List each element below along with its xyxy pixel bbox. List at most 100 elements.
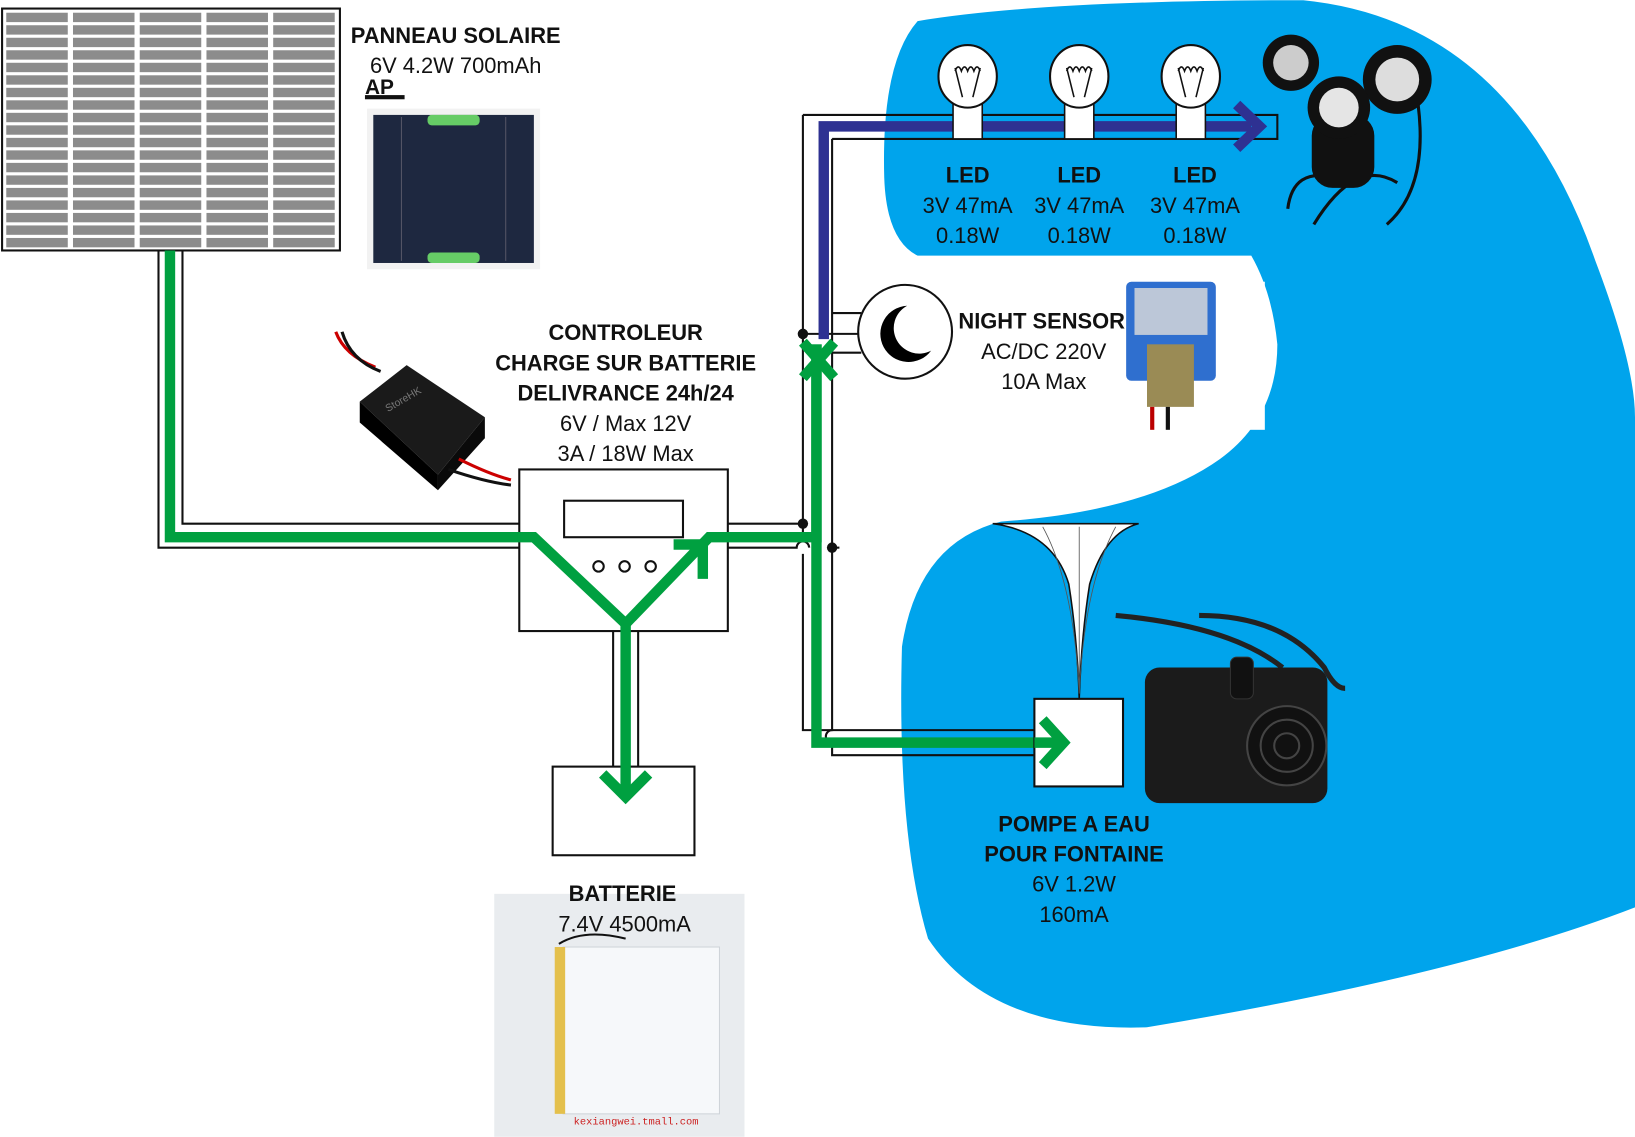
bulb-icon (1160, 44, 1222, 140)
battery-label: BATTERIE 7.4V 4500mA (558, 881, 691, 936)
svg-text:6V 1.2W: 6V 1.2W (1032, 872, 1116, 897)
night-sensor-label: NIGHT SENSOR AC/DC 220V 10A Max (958, 309, 1125, 394)
solar-cell (72, 62, 135, 73)
solar-cell (273, 150, 335, 160)
solar-cell (6, 25, 68, 35)
solar-cell (139, 100, 202, 110)
svg-text:LED: LED (946, 163, 990, 188)
led-label-3: LED 3V 47mA 0.18W (1150, 163, 1240, 248)
solar-cell (273, 212, 335, 223)
solar-cell (273, 25, 335, 35)
solar-cell (72, 237, 135, 248)
solar-cell (6, 50, 68, 60)
solar-cell (72, 25, 135, 35)
solar-cell (206, 175, 268, 185)
solar-cell (72, 75, 135, 85)
bulb-icon (1048, 44, 1110, 140)
svg-text:LED: LED (1057, 163, 1101, 188)
solar-cell (273, 200, 335, 210)
svg-text:3V 47mA: 3V 47mA (1150, 193, 1240, 218)
solar-cell (72, 175, 135, 185)
solar-cell (6, 137, 68, 148)
svg-text:LED: LED (1173, 163, 1217, 188)
solar-cell (139, 25, 202, 35)
controller-label: CONTROLEUR CHARGE SUR BATTERIE DELIVRANC… (495, 320, 756, 466)
solar-cell (72, 37, 135, 48)
svg-text:10A Max: 10A Max (1001, 369, 1086, 394)
solar-cell (72, 87, 135, 98)
solar-cell (206, 225, 268, 235)
solar-cell (139, 162, 202, 173)
solar-cell (273, 162, 335, 173)
moon-icon (880, 305, 932, 363)
solar-cell (206, 25, 268, 35)
solar-cell (206, 75, 268, 85)
battery-photo: kexiangwei.tmall.com (494, 893, 745, 1137)
solar-cell (72, 200, 135, 210)
solar-cell (6, 100, 68, 110)
svg-text:POMPE A EAU: POMPE A EAU (998, 811, 1150, 836)
solar-cell (139, 237, 202, 248)
solar-cell (72, 187, 135, 198)
solar-cell (139, 225, 202, 235)
led-label-1: LED 3V 47mA 0.18W (923, 163, 1013, 248)
solar-cell (6, 75, 68, 85)
solar-cell (206, 50, 268, 60)
solar-cell (6, 187, 68, 198)
solar-cell (206, 150, 268, 160)
solar-cell (72, 137, 135, 148)
solar-cell (206, 212, 268, 223)
solar-cell (273, 50, 335, 60)
solar-cell (72, 112, 135, 123)
svg-text:AC/DC 220V: AC/DC 220V (981, 339, 1107, 364)
solar-cell (6, 112, 68, 123)
led-label-2: LED 3V 47mA 0.18W (1034, 163, 1124, 248)
svg-text:160mA: 160mA (1039, 902, 1109, 927)
outdoor-zone-background (883, 0, 1635, 1028)
solar-cell (6, 200, 68, 210)
svg-text:DELIVRANCE 24h/24: DELIVRANCE 24h/24 (517, 381, 734, 406)
water-pump-photo (1115, 612, 1346, 804)
svg-text:POUR FONTAINE: POUR FONTAINE (984, 842, 1163, 867)
solar-cell (72, 150, 135, 160)
solar-panel-spec: 6V 4.2W 700mAh (370, 53, 541, 78)
svg-text:CHARGE SUR BATTERIE: CHARGE SUR BATTERIE (495, 350, 756, 375)
svg-text:NIGHT SENSOR: NIGHT SENSOR (958, 309, 1125, 334)
svg-text:3V 47mA: 3V 47mA (1034, 193, 1124, 218)
svg-text:kexiangwei.tmall.com: kexiangwei.tmall.com (574, 1116, 699, 1128)
solar-cell (6, 12, 68, 23)
night-sensor-symbol (857, 283, 954, 380)
solar-cell (273, 75, 335, 85)
solar-cell (139, 87, 202, 98)
solar-cell (72, 225, 135, 235)
solar-cell (139, 112, 202, 123)
svg-text:AP: AP (365, 76, 394, 99)
svg-text:6V / Max 12V: 6V / Max 12V (560, 411, 692, 436)
solar-cell (139, 62, 202, 73)
svg-text:BATTERIE: BATTERIE (569, 881, 677, 906)
solar-cell (273, 187, 335, 198)
solar-cell (6, 162, 68, 173)
night-sensor-photo (1126, 281, 1216, 430)
led-bulbs (937, 44, 1222, 140)
solar-cell (206, 62, 268, 73)
solar-cell (139, 212, 202, 223)
solar-cell (139, 187, 202, 198)
solar-cell (72, 100, 135, 110)
solar-cell (206, 37, 268, 48)
solar-cell (206, 200, 268, 210)
svg-text:7.4V 4500mA: 7.4V 4500mA (558, 911, 691, 936)
solar-cell (273, 87, 335, 98)
lighting-flow-blue (818, 100, 1268, 340)
solar-cell (273, 100, 335, 110)
pump-label: POMPE A EAU POUR FONTAINE 6V 1.2W 160mA (984, 811, 1163, 927)
solar-cell (206, 112, 268, 123)
solar-cell (6, 212, 68, 223)
solar-cell (273, 112, 335, 123)
solar-cell (6, 175, 68, 185)
solar-cell (273, 237, 335, 248)
solar-cell (206, 87, 268, 98)
solar-cell (72, 162, 135, 173)
